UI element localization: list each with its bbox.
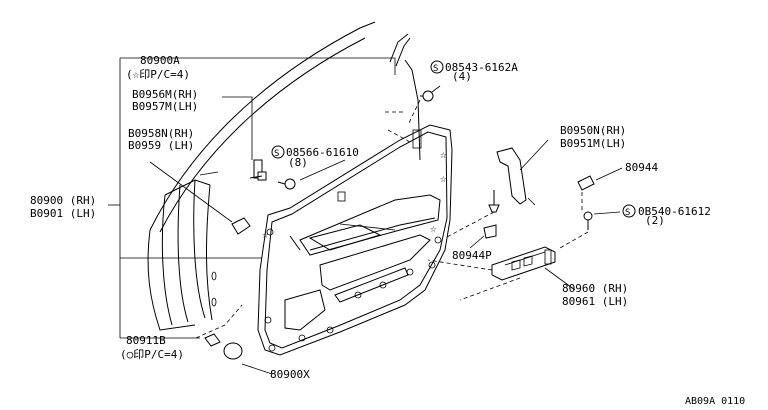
label-80900a-note: (☆印P/C=4) [126,68,190,81]
clip-80944-part [577,175,595,191]
label-80900a: 80900A [140,54,180,67]
pull-handle-part [496,147,536,206]
grommet-part [204,333,221,347]
cap-part [223,342,243,360]
label-hinge-lh: B0957M(LH) [132,100,198,113]
label-diagram-code: AB09A 0110 [685,396,745,407]
clip-80944p-part [483,224,497,239]
door-frame [147,21,421,331]
screw-right-part [583,211,593,230]
label-clip-lh: B0959 (LH) [128,139,194,152]
label-screw-right-qty: (2) [645,214,665,227]
label-door-rh: 80900 (RH) [30,194,96,207]
star-mark: ☆ [262,228,269,241]
label-80944p: 80944P [452,249,492,262]
star-mark: ☆ [440,172,447,185]
label-screw-right: 0B540-61612 [638,205,711,218]
label-screw-top: 08543-6162A [445,61,518,74]
label-cap: 80900X [270,368,310,381]
label-pull-lh: B0951M(LH) [560,137,626,150]
label-80944: 80944 [625,161,658,174]
screw-prefix: S [274,149,279,159]
label-switch-rh: 80960 (RH) [562,282,628,295]
label-clip-rh: B0958N(RH) [128,127,194,140]
screw-mid-part [277,178,296,190]
door-trim-panel: ☆ ☆ ☆ ☆ [257,124,453,356]
label-door-lh: B0901 (LH) [30,207,96,220]
leader-lines [108,57,623,375]
label-screw-mid: 08566-61610 [286,146,359,159]
screw-pull-part [488,190,500,213]
screw-symbol-icon [271,145,285,159]
label-hinge-rh: B0956M(RH) [132,88,198,101]
screw-top-part [420,90,434,102]
clip-part [231,217,251,235]
power-window-switch-part [491,246,556,281]
screw-symbol-icon [430,60,444,74]
star-mark: ☆ [440,148,447,161]
label-switch-lh: 80961 (LH) [562,295,628,308]
screw-prefix: S [625,208,630,218]
star-mark: ☆ [430,222,437,235]
label-grommet: 80911B [126,334,166,347]
label-pull-rh: B0950N(RH) [560,124,626,137]
label-screw-top-qty: (4) [452,70,472,83]
label-screw-mid-qty: (8) [288,156,308,169]
screw-prefix: S [433,64,438,74]
hinge-bracket [249,159,267,181]
label-grommet-note: (○印P/C=4) [120,348,184,361]
screw-symbol-icon [622,204,636,218]
